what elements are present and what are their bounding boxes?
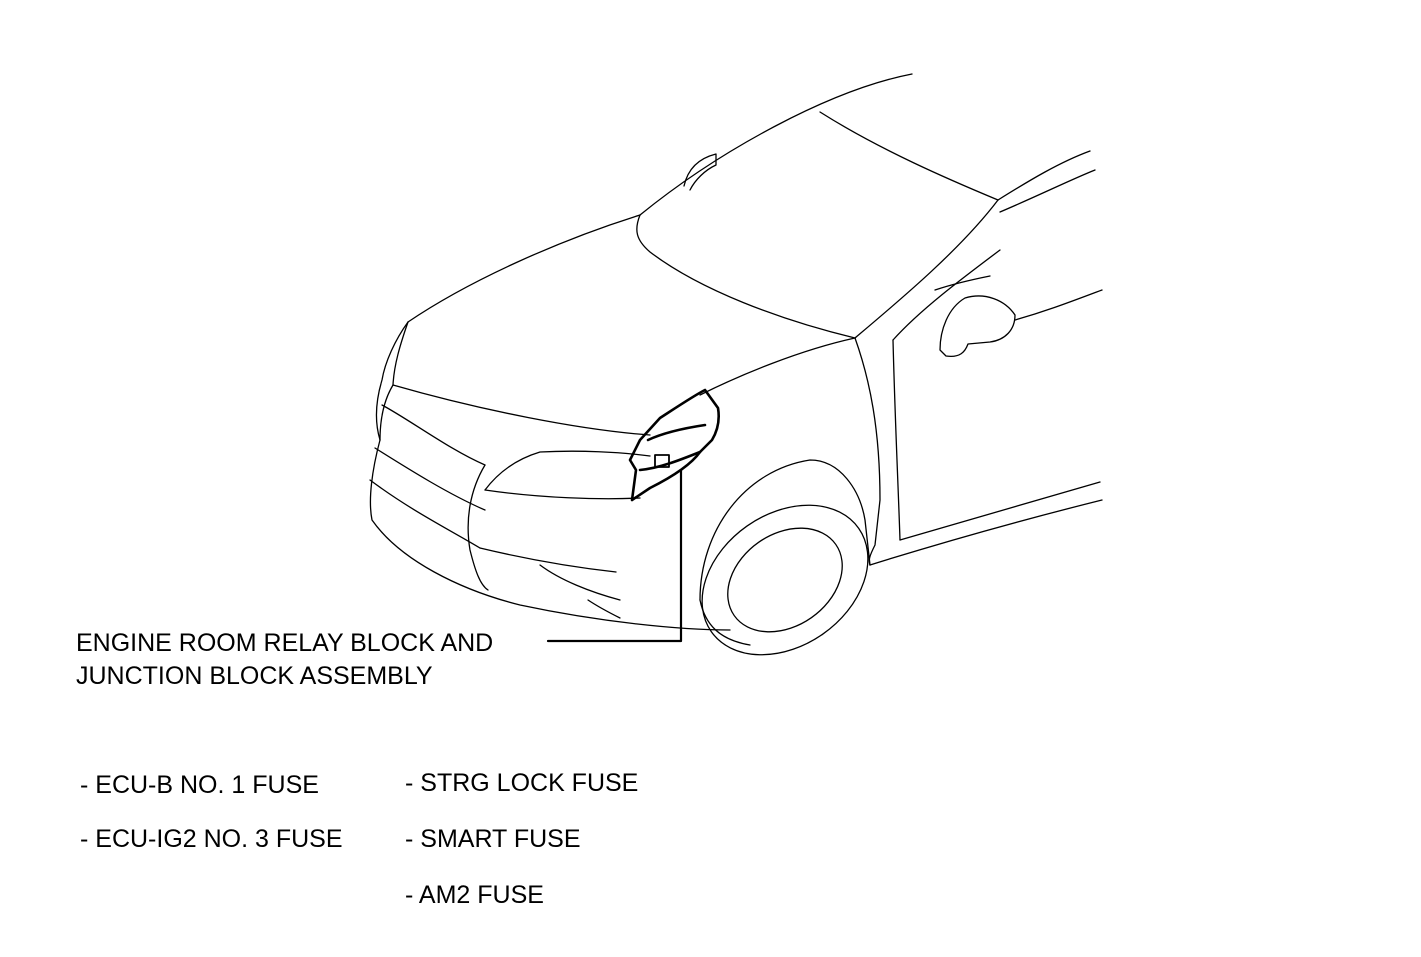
relay-block-assembly (628, 388, 721, 502)
callout-label-line2: JUNCTION BLOCK ASSEMBLY (76, 662, 433, 690)
far-side-mirror (683, 153, 717, 191)
fuse-item: - AM2 FUSE (405, 881, 544, 909)
fuse-item: - SMART FUSE (405, 825, 581, 853)
hood (392, 214, 856, 436)
fuse-item: - ECU-IG2 NO. 3 FUSE (80, 825, 343, 853)
front-bumper-grille (369, 321, 731, 631)
headlight (484, 450, 651, 500)
fender-and-door (854, 249, 1103, 566)
callout-label-line1: ENGINE ROOM RELAY BLOCK AND (76, 629, 494, 657)
fuse-item: - ECU-B NO. 1 FUSE (80, 771, 319, 799)
fuse-item: - STRG LOCK FUSE (405, 769, 639, 797)
roof-and-windshield (636, 73, 1096, 339)
side-mirror (939, 295, 1016, 358)
callout-leader-line (546, 468, 683, 643)
callout-label: ENGINE ROOM RELAY BLOCK AND JUNCTION BLO… (76, 627, 493, 693)
front-wheel (699, 459, 871, 656)
